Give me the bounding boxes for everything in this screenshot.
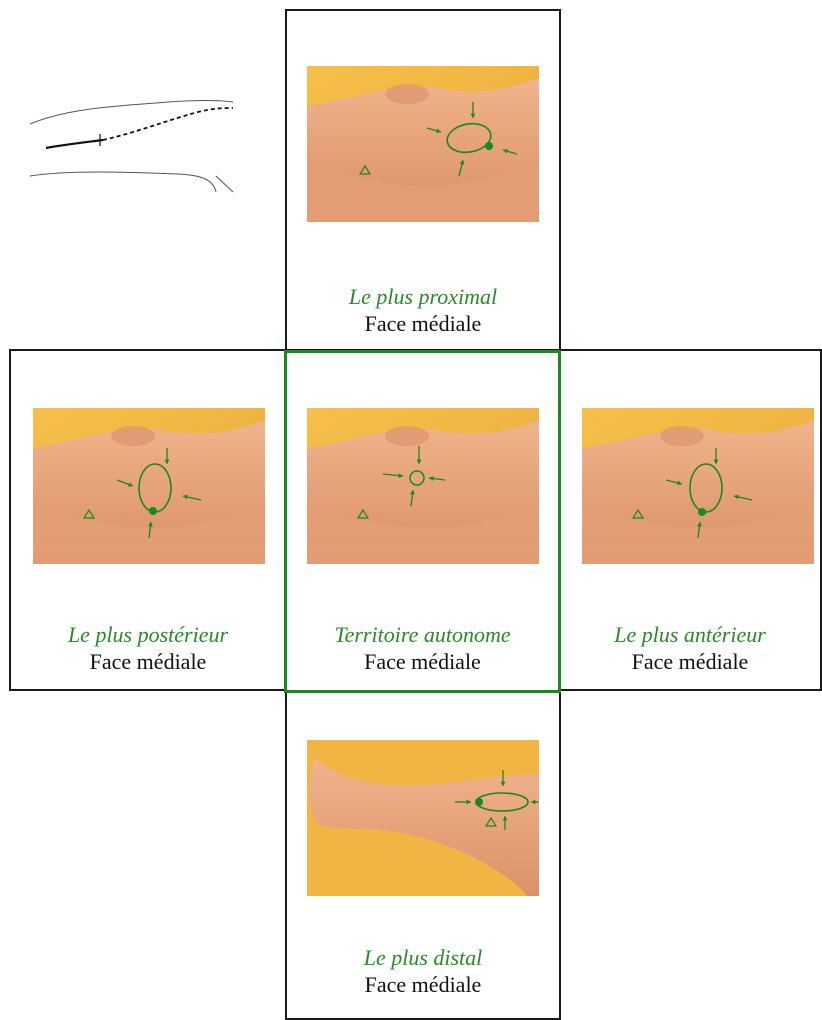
panel-distal-title: Le plus distal <box>287 944 559 971</box>
panel-proximal-subtitle: Face médiale <box>287 310 559 337</box>
stimulation-point-icon <box>475 798 483 806</box>
panel-autonomous-subtitle: Face médiale <box>287 648 558 675</box>
panel-autonomous-title: Territoire autonome <box>287 621 558 648</box>
stimulation-point-icon <box>149 507 157 515</box>
proximal-photo <box>307 66 539 222</box>
stimulation-point-icon <box>698 508 706 516</box>
stimulation-point-icon <box>485 142 493 150</box>
knee-cap <box>111 426 155 446</box>
distal-photo <box>307 740 539 896</box>
panel-anterior-subtitle: Face médiale <box>560 648 820 675</box>
panel-anterior: Le plus antérieur Face médiale <box>558 349 822 691</box>
knee-cap <box>660 426 704 446</box>
panel-distal: Le plus distal Face médiale <box>285 690 561 1020</box>
panel-posterior: Le plus postérieur Face médiale <box>9 349 287 691</box>
panel-proximal: Le plus proximal Face médiale <box>285 9 561 351</box>
panel-proximal-title: Le plus proximal <box>287 283 559 310</box>
panel-anterior-title: Le plus antérieur <box>560 621 820 648</box>
knee-cap <box>385 426 429 446</box>
anterior-photo <box>582 408 814 564</box>
panel-posterior-subtitle: Face médiale <box>11 648 285 675</box>
posterior-photo <box>33 408 265 564</box>
panel-autonomous: Territoire autonome Face médiale <box>284 350 561 693</box>
leg-sketch <box>28 88 248 218</box>
autonomous-photo <box>307 408 539 564</box>
knee-cap <box>385 84 429 104</box>
panel-posterior-title: Le plus postérieur <box>11 621 285 648</box>
panel-distal-subtitle: Face médiale <box>287 971 559 998</box>
